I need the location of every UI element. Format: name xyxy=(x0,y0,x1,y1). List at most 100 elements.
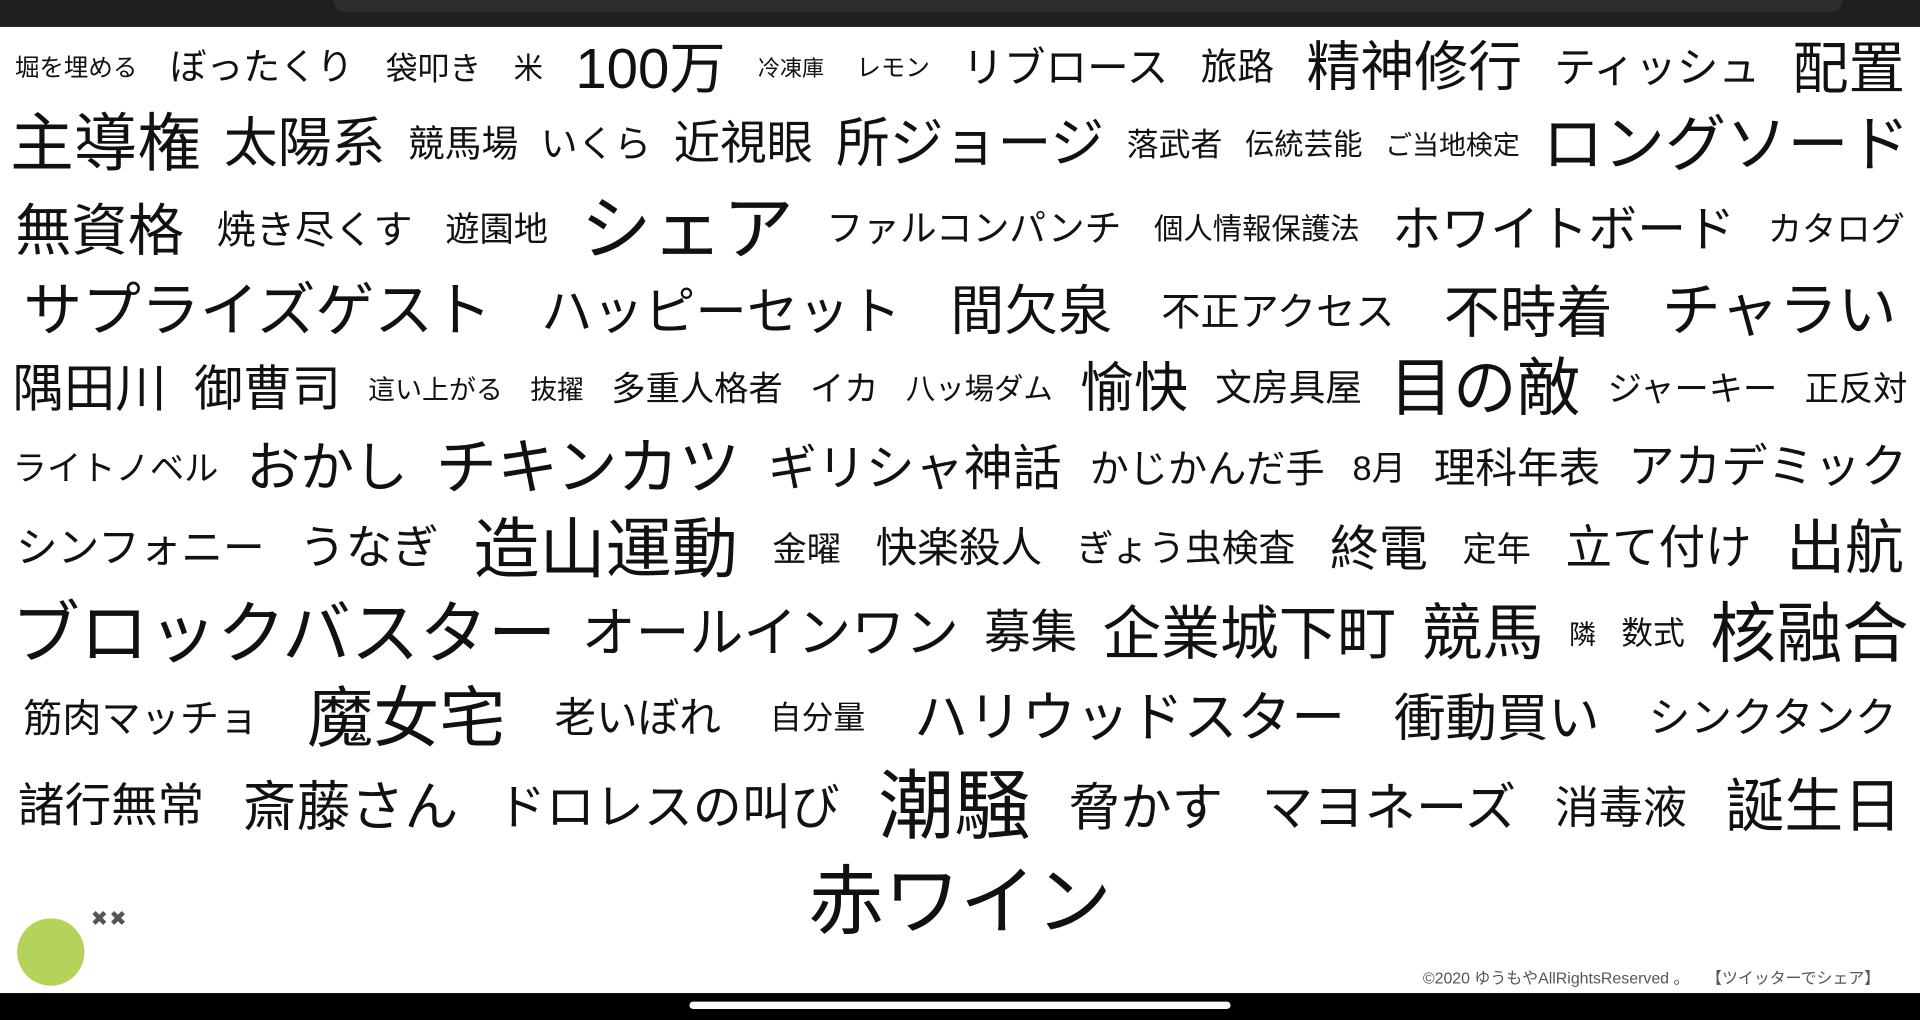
cloud-word: カタログ xyxy=(1767,210,1905,249)
cloud-word: 御曹司 xyxy=(193,363,341,417)
cloud-word: いくら xyxy=(540,124,652,165)
cloud-word: ホワイトボード xyxy=(1392,203,1736,258)
cloud-word: 100万 xyxy=(575,36,726,101)
cloud-word: 這い上がる xyxy=(368,374,503,406)
cloud-word: 誕生日 xyxy=(1725,775,1902,841)
cloud-word: シンフォニー xyxy=(16,525,265,573)
cloud-word: ぎょう虫検査 xyxy=(1076,528,1296,569)
cloud-word: 近視眼 xyxy=(673,118,814,171)
cloud-word: 衝動買い xyxy=(1393,689,1600,748)
cloud-word: 赤ワイン xyxy=(808,860,1112,945)
cloud-word: 老いぼれ xyxy=(554,695,721,742)
cloud-word: 出航 xyxy=(1786,517,1904,583)
cloud-word: 脅かす xyxy=(1068,778,1224,837)
address-bar[interactable] xyxy=(333,0,1843,13)
cloud-word: オールインワン xyxy=(581,603,959,664)
cloud-word: 焼き尽くす xyxy=(216,207,413,252)
cloud-word: ロングソード xyxy=(1542,110,1910,179)
cloud-word: シェア xyxy=(580,189,794,270)
cloud-word: 数式 xyxy=(1621,614,1685,652)
cloud-word: 諸行無常 xyxy=(18,781,205,833)
cloud-word: 定年 xyxy=(1462,529,1531,568)
cloud-word: 無資格 xyxy=(15,197,185,262)
cloud-word: 落武者 xyxy=(1126,125,1223,163)
cloud-word: イカ xyxy=(810,370,879,409)
cloud-word: 募集 xyxy=(984,607,1078,660)
cloud-word: 8月 xyxy=(1352,449,1406,488)
cloud-word: 筋肉マッチョ xyxy=(23,696,259,741)
cloud-word: 文房具屋 xyxy=(1215,368,1363,410)
cloud-word: ギリシャ神話 xyxy=(767,442,1062,497)
bottom-bar xyxy=(0,993,1920,1020)
cloud-word: サプライズゲスト xyxy=(23,279,492,345)
cloud-word: マヨネーズ xyxy=(1261,778,1517,837)
cloud-word: リブロース xyxy=(962,45,1169,92)
twitter-share-link[interactable]: 【ツイッターでシェア】 xyxy=(1706,968,1881,987)
close-icon[interactable]: ✖✖ xyxy=(90,907,128,931)
cloud-word: チキンカツ xyxy=(435,433,741,503)
cloud-word: 抜擢 xyxy=(530,374,585,406)
home-indicator[interactable] xyxy=(689,1001,1231,1009)
cloud-word: 潮騒 xyxy=(878,765,1031,851)
cloud-word: 所ジョージ xyxy=(835,114,1105,175)
cloud-word: 八ッ場ダム xyxy=(905,373,1053,407)
cloud-word: 理科年表 xyxy=(1433,445,1601,492)
cloud-word: 伝統芸能 xyxy=(1244,128,1363,162)
copyright-text: ©2020 ゆうもやAllRightsReserved 。 xyxy=(1422,968,1690,987)
cloud-word: 冷凍庫 xyxy=(757,56,825,81)
cloud-word: うなぎ xyxy=(299,522,439,575)
cloud-word: おかし xyxy=(246,438,408,499)
cloud-word: かじかんだ手 xyxy=(1089,446,1325,491)
cloud-word: 快楽殺人 xyxy=(875,525,1043,573)
cloud-word: 競馬場 xyxy=(407,124,519,165)
cloud-word: 太陽系 xyxy=(223,114,386,175)
cloud-word: ぼったくり xyxy=(169,47,354,89)
cloud-word: 正反対 xyxy=(1804,370,1908,409)
cloud-word: ドロレスの叫び xyxy=(496,781,840,836)
cloud-word: 核融合 xyxy=(1710,597,1909,672)
cloud-word: 多重人格者 xyxy=(611,370,783,409)
cloud-word: レモン xyxy=(856,55,930,82)
cloud-word: 米 xyxy=(513,52,543,86)
cloud-word: アカデミック xyxy=(1628,442,1908,494)
cloud-word: ライトノベル xyxy=(12,449,219,488)
cloud-word: ご当地検定 xyxy=(1385,129,1520,161)
cloud-word: 不正アクセス xyxy=(1161,289,1395,334)
cloud-word: 遊園地 xyxy=(445,210,549,249)
cloud-word: 目の敵 xyxy=(1389,353,1581,425)
cloud-word: 隅田川 xyxy=(12,360,167,418)
word-cloud: 堀を埋める ぼったくり袋叩き米 100万 冷凍庫 レモン リブロース旅路精神修行ティッシュ… xyxy=(10,36,1910,945)
cloud-word: 間欠泉 xyxy=(950,281,1113,342)
cloud-word: チャラい xyxy=(1661,279,1897,345)
cloud-word: ハリウッドスター xyxy=(914,688,1346,749)
cloud-word: 旅路 xyxy=(1200,47,1275,89)
cloud-word: 堀を埋める xyxy=(14,55,138,82)
cloud-word: ブロックバスター xyxy=(11,595,557,673)
cloud-word: シンクタンク xyxy=(1648,695,1897,742)
top-bar xyxy=(0,0,1920,27)
cloud-word: 個人情報保護法 xyxy=(1153,213,1360,247)
cloud-word: 造山運動 xyxy=(473,512,738,587)
cloud-word: ハッピーセット xyxy=(541,282,902,341)
cloud-word: 金曜 xyxy=(772,529,842,568)
cloud-word: 消毒液 xyxy=(1554,782,1688,834)
cloud-word: 配置 xyxy=(1792,36,1905,101)
cloud-word: 自分量 xyxy=(769,699,866,737)
green-circle-button[interactable] xyxy=(17,918,85,986)
cloud-word: 魔女宅 xyxy=(307,682,506,756)
cloud-word: 競馬 xyxy=(1421,599,1544,668)
cloud-word: 精神修行 xyxy=(1306,38,1522,99)
cloud-word: 主導権 xyxy=(10,108,202,180)
cloud-word: ティッシュ xyxy=(1554,45,1760,92)
cloud-word: ジャーキー xyxy=(1607,370,1778,409)
cloud-word: 愉快 xyxy=(1080,358,1188,419)
cloud-word: 斎藤さん xyxy=(242,777,459,838)
cloud-word: 企業城下町 xyxy=(1102,601,1397,667)
cloud-word: 終電 xyxy=(1329,522,1428,577)
cloud-word: ファルコンパンチ xyxy=(826,209,1122,250)
cloud-word: 隣 xyxy=(1569,618,1597,650)
cloud-word: 袋叩き xyxy=(385,49,482,87)
footer: ©2020 ゆうもやAllRightsReserved 。 【ツイッターでシェア… xyxy=(1423,965,1880,988)
cloud-word: 立て付け xyxy=(1565,522,1752,575)
